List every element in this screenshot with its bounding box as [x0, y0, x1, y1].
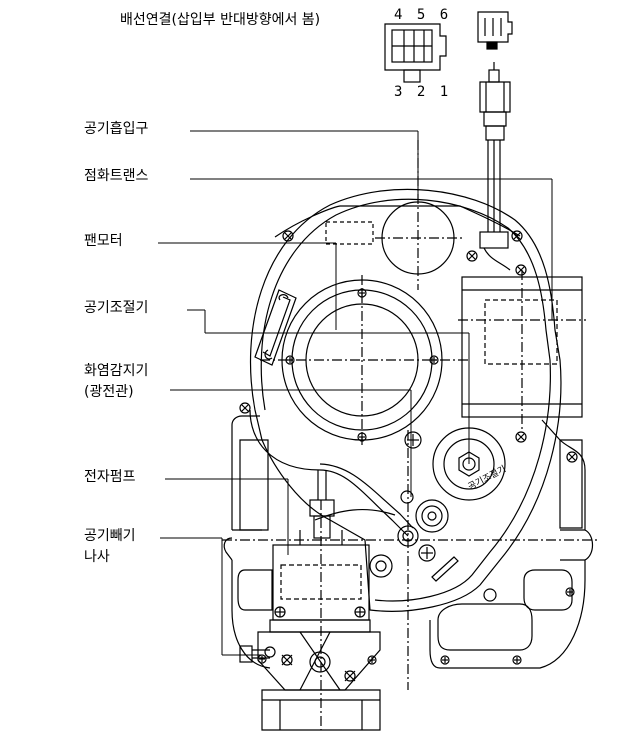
pump-body	[239, 631, 381, 731]
label-air-regulator: 공기조절기	[84, 300, 149, 316]
burner-housing	[239, 188, 578, 612]
label-photocell: (광전관)	[84, 384, 134, 400]
leader-lines	[158, 130, 553, 656]
wiring-connection-title: 배선연결(삽입부 반대방향에서 봄)	[120, 12, 321, 28]
cable-assembly	[479, 62, 511, 271]
label-air-bleed-screw: 나사	[84, 549, 110, 565]
flame-sensor-bracket	[254, 289, 297, 366]
label-air-bleed: 공기빼기	[84, 528, 136, 544]
label-solenoid-pump: 전자펌프	[84, 469, 136, 485]
label-air-intake: 공기흡입구	[84, 121, 149, 137]
blower-rings	[260, 275, 470, 445]
dial-text: 공기조절기	[466, 463, 508, 493]
air-regulator-dial	[404, 427, 506, 501]
connector-small-icon	[477, 11, 513, 50]
connector-plug-icon	[384, 23, 447, 83]
label-fan-motor: 팬모터	[84, 233, 123, 249]
ignition-transformer	[458, 270, 586, 430]
nozzle-assembly	[369, 430, 497, 690]
solenoid-wiring	[249, 409, 414, 539]
fan-motor-outline	[325, 221, 374, 245]
connector-pins-456: 4 5 6	[394, 7, 452, 23]
connector-pins-321: 3 2 1	[394, 84, 452, 100]
label-flame-sensor: 화염감지기	[84, 363, 149, 379]
mounting-flange	[222, 415, 600, 669]
solenoid-pump	[269, 500, 371, 730]
label-ignition-transformer: 점화트랜스	[84, 168, 149, 184]
